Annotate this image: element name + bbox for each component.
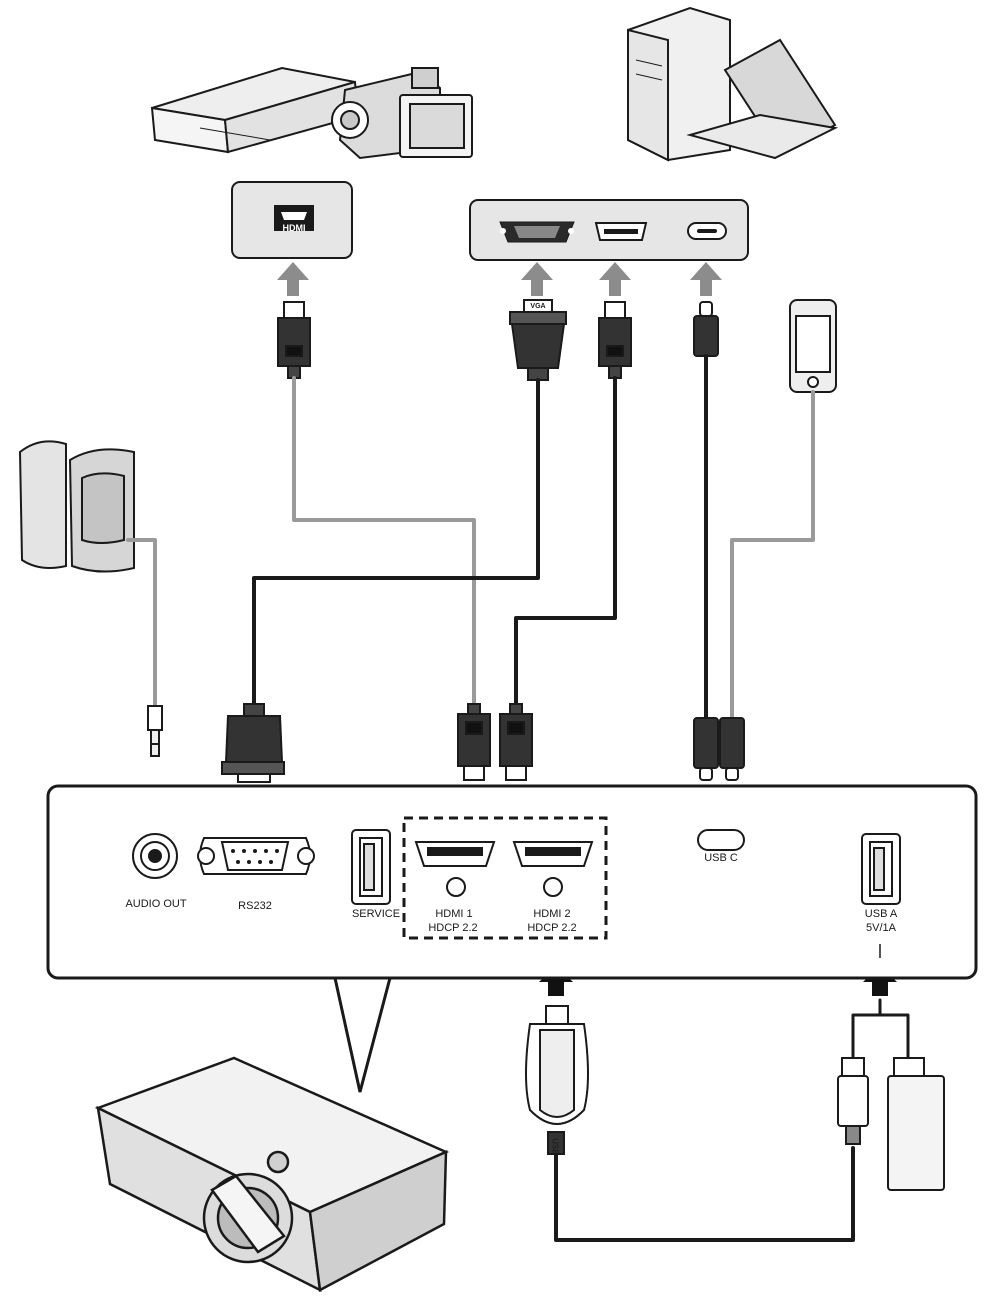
hdmi1-hdcp-label: HDCP 2.2 xyxy=(428,922,478,934)
vga-plug-top xyxy=(509,299,567,381)
usb-c-label: USB C xyxy=(704,852,738,864)
cables xyxy=(126,354,910,1242)
camcorder-icon xyxy=(331,67,473,160)
usb-a-power-label: 5V/1A xyxy=(866,922,896,934)
hdmi-plugs-bottom xyxy=(457,703,533,781)
usb-cable-icon xyxy=(837,1057,869,1145)
callout-lines xyxy=(333,977,392,1093)
projector-io-panel xyxy=(46,784,978,980)
laptop-icon xyxy=(686,38,839,160)
hdmi2-label: HDMI 2 xyxy=(533,908,571,920)
av-player-icon xyxy=(150,66,360,154)
source-ports-box xyxy=(469,199,749,261)
rs232-port xyxy=(197,837,315,875)
audio-out-port xyxy=(132,833,178,879)
upload-arrows xyxy=(277,262,722,296)
desktop-pc-icon xyxy=(627,6,731,162)
vga-plug-bottom xyxy=(221,703,285,783)
usbc-plug-top xyxy=(693,301,719,357)
service-label: SERVICE xyxy=(351,908,401,920)
smartphone-icon xyxy=(789,299,837,393)
usb-a-port xyxy=(861,833,901,905)
hdmi2-port xyxy=(512,841,594,897)
hdmi-port-badge: HDMI xyxy=(282,223,306,233)
rs232-label: RS232 xyxy=(238,900,272,912)
dongle-usb-label: USB xyxy=(550,1138,560,1155)
hdmi2-hdcp-label: HDCP 2.2 xyxy=(527,922,577,934)
hdmi1-port xyxy=(414,841,496,897)
vga-plug-badge: VGA xyxy=(530,303,546,310)
hdmi-dongle-icon xyxy=(525,1005,589,1155)
speakers-icon xyxy=(18,440,135,573)
usb-a-label: USB A xyxy=(864,908,898,920)
hdmi-plug-top-right xyxy=(598,301,632,379)
usb-c-port xyxy=(697,829,745,851)
usbc-plugs-bottom xyxy=(693,717,745,781)
hdmi-ports-group xyxy=(402,816,608,940)
hdmi-port-box xyxy=(231,181,353,259)
audio-out-label: AUDIO OUT xyxy=(125,898,187,910)
hdmi1-label: HDMI 1 xyxy=(435,908,473,920)
service-usb-port xyxy=(351,829,391,905)
hdmi-plug-top-left xyxy=(277,301,311,379)
usb-stick-icon xyxy=(887,1057,945,1191)
projector-icon xyxy=(94,1056,450,1293)
audio-jack-plug xyxy=(147,705,163,757)
